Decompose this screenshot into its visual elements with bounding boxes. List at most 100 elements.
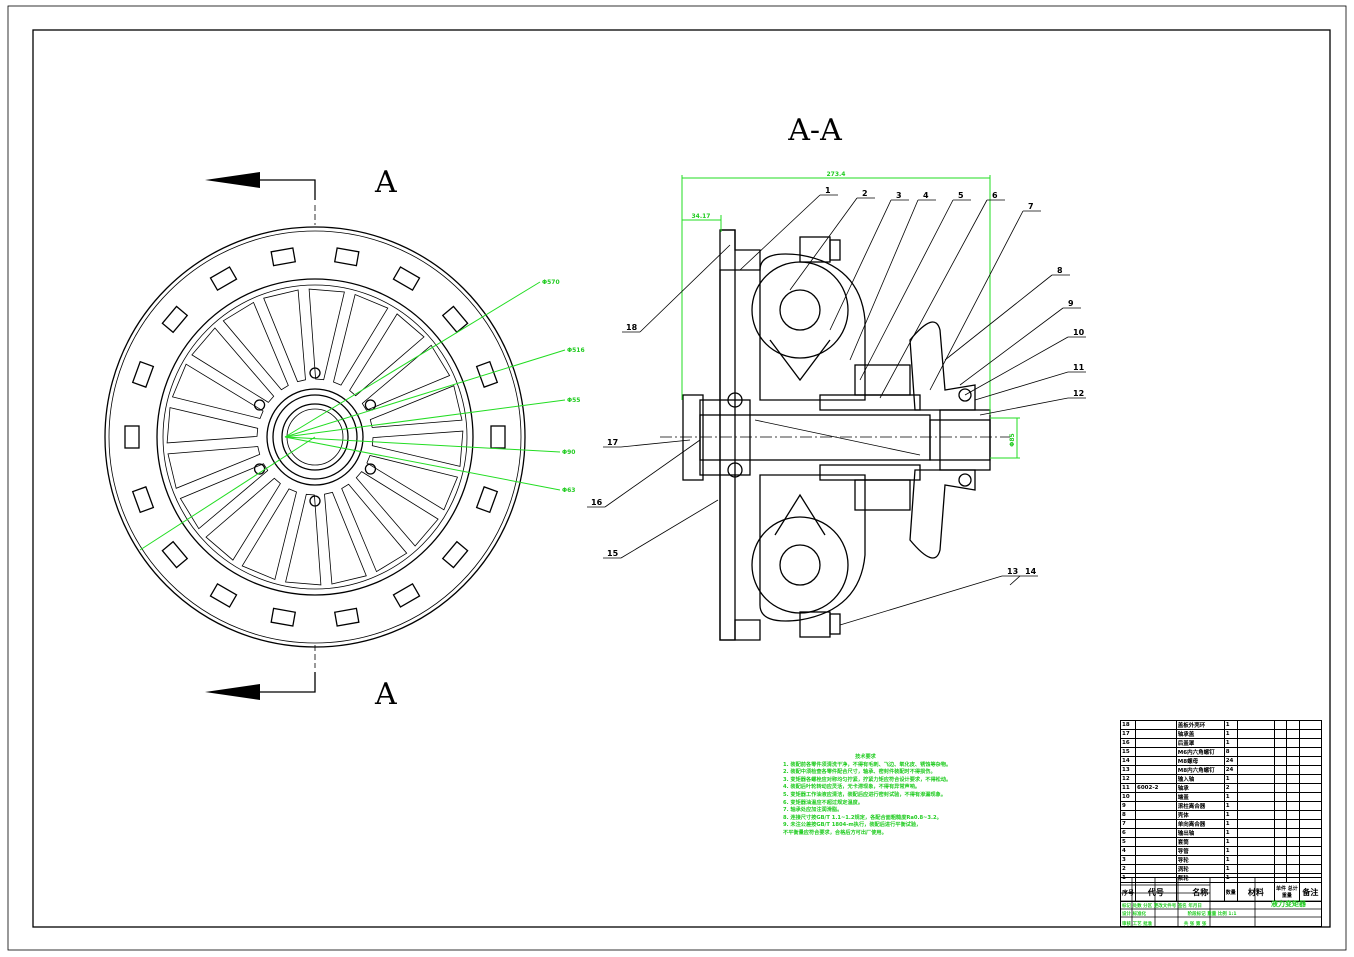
- section-label-top: A: [374, 165, 397, 200]
- impeller-vane: [166, 407, 259, 444]
- cell-empty: [1236, 738, 1276, 748]
- housing-slot: [161, 305, 189, 334]
- impeller-vane: [341, 483, 408, 573]
- part-number-16: 16: [591, 498, 603, 507]
- part-number-11: 11: [1073, 363, 1085, 372]
- cell-qty: 1: [1223, 846, 1238, 856]
- label-count: 处数: [1132, 904, 1142, 909]
- part-number-12: 12: [1073, 389, 1084, 398]
- cell-empty: [1236, 855, 1276, 865]
- cell-code: [1135, 864, 1177, 874]
- cell-code: [1135, 846, 1177, 856]
- technical-notes: 技术要求 1. 装配前各零件须清洗干净，不得有毛刺、飞边、氧化皮、锈蚀等杂物。2…: [783, 754, 1008, 838]
- cell-empty: [1298, 720, 1323, 730]
- note-line: 1. 装配前各零件须清洗干净，不得有毛刺、飞边、氧化皮、锈蚀等杂物。: [783, 761, 952, 768]
- cell-qty: 1: [1223, 855, 1238, 865]
- dim-front-3: Φ90: [562, 449, 575, 456]
- note-line: 4. 装配后叶轮转动应灵活，无卡滞现象，不得有异常声响。: [783, 784, 921, 791]
- cell-empty: [1298, 819, 1323, 829]
- cell-qty: 1: [1223, 729, 1238, 739]
- cell-empty: [1236, 756, 1276, 766]
- cell-empty: [1236, 810, 1276, 820]
- part-number-14: 14: [1025, 567, 1037, 576]
- note-line: 3. 变矩器各螺栓应对称均匀拧紧，拧紧力矩应符合设计要求，不得松动。: [783, 776, 952, 783]
- cell-empty: [1236, 801, 1276, 811]
- cell-name: 滚柱离合器: [1175, 801, 1225, 811]
- label-change: 更改文件号: [1153, 904, 1177, 909]
- cell-empty: [1236, 774, 1276, 784]
- cell-name: 后盖罩: [1175, 738, 1225, 748]
- cell-empty: [1273, 837, 1288, 847]
- part-number-18: 18: [626, 323, 638, 332]
- impeller-vane: [366, 455, 459, 511]
- cell-code: [1135, 729, 1177, 739]
- cell-qty: 1: [1223, 720, 1238, 730]
- cell-empty: [1236, 747, 1276, 757]
- dim-front-1: Φ516: [567, 347, 585, 354]
- cell-empty: [1236, 783, 1276, 793]
- cell-empty: [1286, 846, 1300, 856]
- scale-value: 1:1: [1228, 912, 1237, 917]
- leader-line: [829, 199, 892, 331]
- cell-name: 导管: [1175, 846, 1225, 856]
- cell-no: 18: [1119, 720, 1137, 730]
- cell-empty: [1286, 756, 1300, 766]
- cell-empty: [1273, 774, 1288, 784]
- cell-no: 9: [1119, 801, 1137, 811]
- cell-code: [1135, 774, 1177, 784]
- cell-name: 轴承盖: [1175, 729, 1225, 739]
- cell-empty: [1286, 774, 1300, 784]
- impeller-vane: [263, 289, 306, 383]
- cell-empty: [1298, 738, 1323, 748]
- cell-empty: [1286, 720, 1300, 730]
- cell-qty: 1: [1223, 810, 1238, 820]
- cell-empty: [1298, 810, 1323, 820]
- cell-qty: 24: [1223, 756, 1238, 766]
- cell-name: 轴承: [1175, 783, 1225, 793]
- cell-empty: [1236, 729, 1276, 739]
- cell-empty: [1298, 792, 1323, 802]
- cell-empty: [1286, 792, 1300, 802]
- cell-qty: 1: [1223, 738, 1238, 748]
- leader-line: [849, 199, 919, 361]
- impeller-vane: [349, 313, 425, 397]
- title-block: 标记 处数 分区 更改文件号 签名 年月日 设计 标准化 阶段标记 重量 比例 …: [1120, 877, 1322, 927]
- cell-name: 输入轴: [1175, 774, 1225, 784]
- note-line: 不平衡量应符合要求，合格后方可出厂使用。: [783, 829, 887, 836]
- impeller-vane: [285, 493, 322, 586]
- housing-slot: [490, 425, 506, 449]
- cell-empty: [1298, 846, 1323, 856]
- label-date: 年月日: [1188, 904, 1202, 909]
- bolt-hole: [253, 399, 266, 411]
- cell-qty: 1: [1223, 864, 1238, 874]
- cell-code: [1135, 855, 1177, 865]
- header-weight: 重量: [1281, 893, 1292, 899]
- label-mark: 标记: [1122, 904, 1131, 909]
- cell-code: [1135, 819, 1177, 829]
- header-unit: 单件: [1276, 886, 1287, 892]
- cell-empty: [1273, 729, 1288, 739]
- cell-empty: [1236, 720, 1276, 730]
- cell-no: 6: [1119, 828, 1137, 838]
- cell-name: 盖板外壳环: [1175, 720, 1225, 730]
- part-number-5: 5: [958, 191, 964, 200]
- cell-empty: [1236, 765, 1276, 775]
- cell-empty: [1236, 828, 1276, 838]
- cell-empty: [1286, 810, 1300, 820]
- cell-empty: [1236, 792, 1276, 802]
- cell-empty: [1273, 801, 1288, 811]
- section-title: A-A: [787, 113, 842, 148]
- cell-empty: [1286, 765, 1300, 775]
- impeller-vane: [167, 446, 261, 489]
- leader-line: [944, 274, 1053, 361]
- bolt-hole: [309, 495, 321, 507]
- label-zone: 分区: [1143, 904, 1153, 909]
- cell-empty: [1298, 828, 1323, 838]
- housing-slot: [392, 266, 421, 291]
